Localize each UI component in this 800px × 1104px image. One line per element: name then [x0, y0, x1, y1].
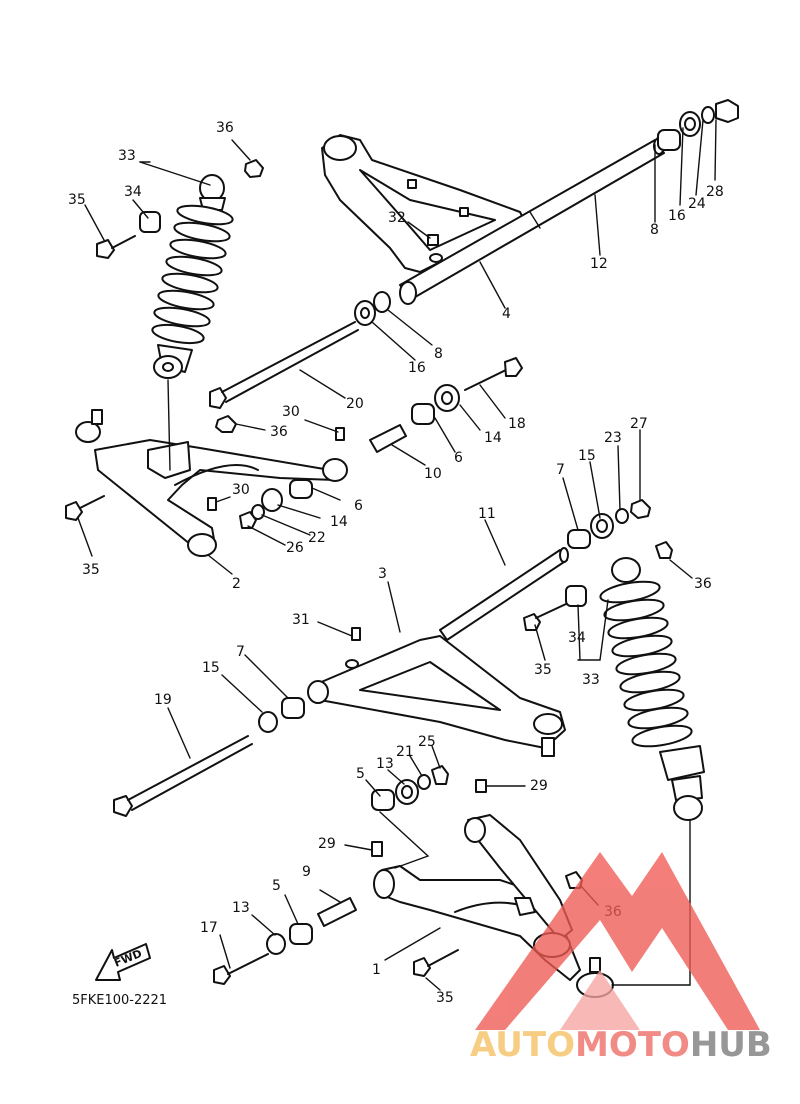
diagram-code: 5FKE100-2221 [72, 993, 167, 1008]
callout-30-b: 30 [232, 482, 250, 498]
bolt-17 [213, 953, 269, 985]
svg-text:AUTOMOTOHUB: AUTOMOTOHUB [470, 1025, 772, 1065]
callout-31: 31 [292, 612, 310, 628]
watermark-text-moto: MOTO [575, 1025, 690, 1065]
callout-3: 3 [378, 566, 387, 582]
callout-36-b: 36 [270, 424, 288, 440]
callout-5-b: 5 [272, 878, 281, 894]
callout-2: 2 [232, 576, 241, 592]
callout-25: 25 [418, 734, 436, 750]
grease-nipples-30 [207, 427, 345, 511]
watermark-logo-icon [475, 852, 760, 1030]
callout-24: 24 [688, 196, 706, 212]
callout-5-a: 5 [356, 766, 365, 782]
callout-29-b: 29 [318, 836, 336, 852]
callout-12: 12 [590, 256, 608, 272]
callout-14-b: 14 [330, 514, 348, 530]
callout-28: 28 [706, 184, 724, 200]
callout-35-b: 35 [82, 562, 100, 578]
callout-9: 9 [302, 864, 311, 880]
callout-23: 23 [604, 430, 622, 446]
watermark-text-hub: HUB [690, 1025, 772, 1065]
fwd-arrow: FWD [95, 943, 151, 981]
callout-8-a: 8 [650, 222, 659, 238]
shock-absorber-left [151, 174, 234, 379]
shaft-11 [439, 547, 569, 641]
lower-arm-2 [75, 409, 348, 557]
callout-29-a: 29 [530, 778, 548, 794]
callout-20: 20 [346, 396, 364, 412]
callout-36-c: 36 [694, 576, 712, 592]
upper-arm-3 [307, 635, 566, 757]
callout-21: 21 [396, 744, 414, 760]
bolt-20 [209, 321, 359, 409]
callout-14-a: 14 [484, 430, 502, 446]
upper-arm-4 [321, 134, 529, 273]
callout-8-b: 8 [434, 346, 443, 362]
callout-7-b: 7 [236, 644, 245, 660]
callout-19: 19 [154, 692, 172, 708]
callout-labels: 36 33 34 35 32 4 12 8 16 24 28 8 16 20 1… [68, 120, 724, 1008]
callout-17: 17 [200, 920, 218, 936]
callout-36-a: 36 [216, 120, 234, 136]
callout-11: 11 [478, 506, 496, 522]
callout-6-b: 6 [354, 498, 363, 514]
bolt-35-top [96, 235, 136, 259]
callout-6-a: 6 [454, 450, 463, 466]
callout-7-a: 7 [556, 462, 565, 478]
bushing-34-left [139, 211, 161, 233]
callout-27: 27 [630, 416, 648, 432]
callout-1: 1 [372, 962, 381, 978]
callout-10: 10 [424, 466, 442, 482]
callout-16-b: 16 [408, 360, 426, 376]
callout-4: 4 [502, 306, 511, 322]
grease-nipple-32 [427, 234, 443, 263]
bushings-center [369, 384, 460, 453]
bolt-35-bottom [413, 949, 459, 977]
callout-16-a: 16 [668, 208, 686, 224]
callout-33-a: 33 [118, 148, 136, 164]
nut-36-top [244, 159, 264, 178]
callout-34-b: 34 [568, 630, 586, 646]
watermark: AUTOMOTOHUB [470, 852, 772, 1065]
callout-13-b: 13 [232, 900, 250, 916]
callout-22: 22 [308, 530, 326, 546]
bushings-bottom [266, 765, 449, 955]
nut-36-mid [215, 415, 237, 433]
bushing-34-right [565, 585, 587, 607]
callout-15-b: 15 [202, 660, 220, 676]
grease-nipples-29 [371, 779, 487, 857]
bolt-19 [113, 735, 253, 817]
callout-26: 26 [286, 540, 304, 556]
watermark-text-auto: AUTO [470, 1025, 575, 1065]
callout-32: 32 [388, 210, 406, 226]
callout-35-c: 35 [534, 662, 552, 678]
bolt-35-right [523, 603, 567, 631]
callout-35-a: 35 [68, 192, 86, 208]
bolt-18 [464, 357, 523, 391]
top-bushings [354, 99, 739, 326]
callout-34-a: 34 [124, 184, 142, 200]
callout-15-a: 15 [578, 448, 596, 464]
washers-left [239, 479, 313, 529]
nut-36-right [655, 541, 673, 559]
callout-18: 18 [508, 416, 526, 432]
callout-35-d: 35 [436, 990, 454, 1006]
callout-30-a: 30 [282, 404, 300, 420]
callout-33-b: 33 [582, 672, 600, 688]
bolt-35-left [65, 495, 105, 521]
callout-13-a: 13 [376, 756, 394, 772]
shock-absorber-right [599, 557, 705, 821]
bushings-right [258, 499, 651, 733]
